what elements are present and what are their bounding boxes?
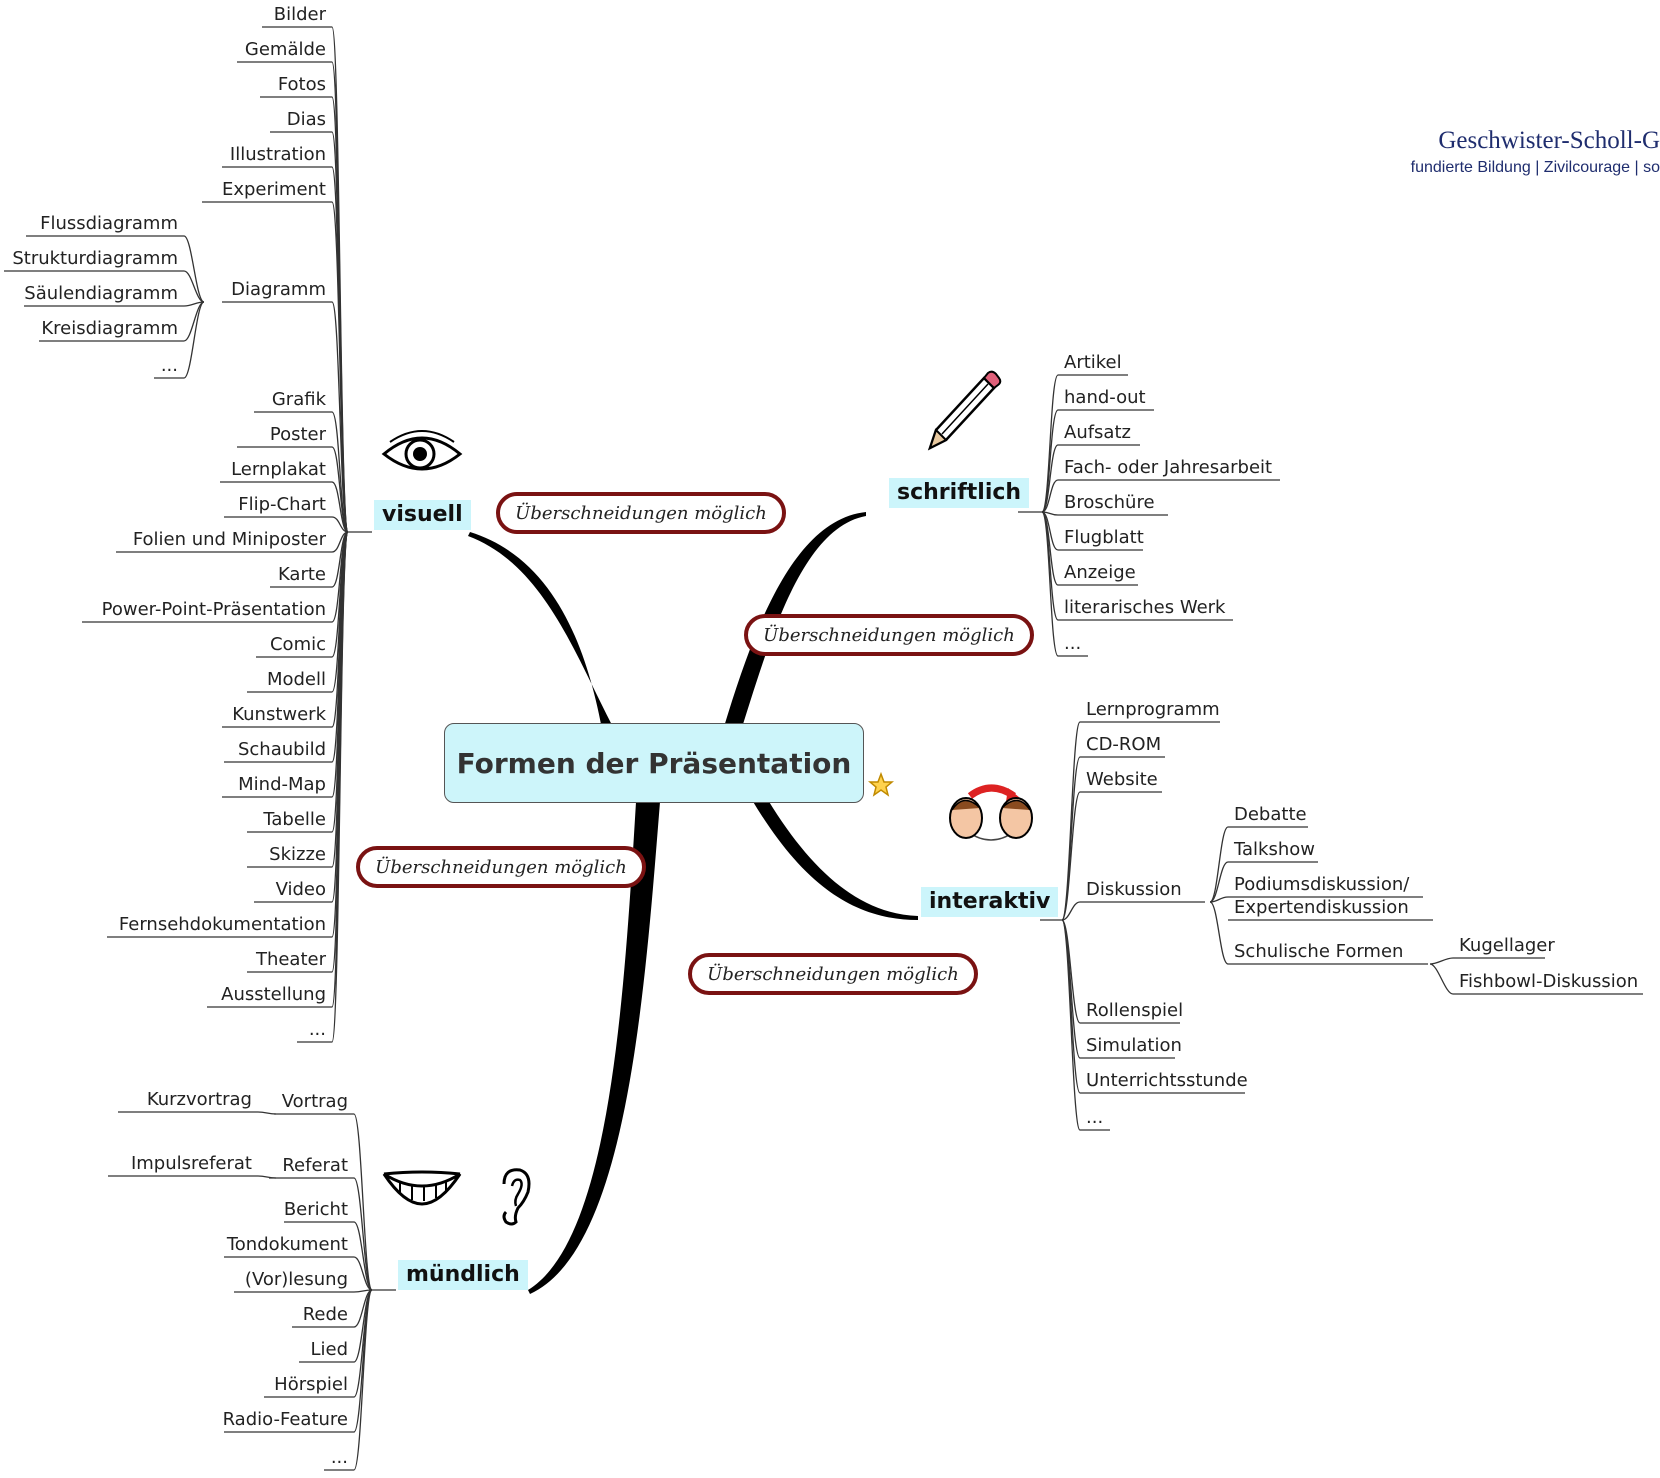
muendlich-item-bericht[interactable]: Bericht: [283, 1199, 348, 1220]
branch-muendlich[interactable]: mündlich: [398, 1260, 528, 1290]
visuell-item-experiment[interactable]: Experiment: [221, 179, 326, 200]
diskussion-item-talkshow[interactable]: Talkshow: [1234, 839, 1315, 860]
schulische-item-kugellager[interactable]: Kugellager: [1459, 935, 1555, 956]
diskussion-item-podiumsdiskussion[interactable]: Podiumsdiskussion/: [1234, 874, 1410, 895]
muendlich-item-radio-feature[interactable]: Radio-Feature: [222, 1409, 348, 1430]
visuell-item-karte[interactable]: Karte: [277, 564, 326, 585]
overlap-note-schriftlich: Überschneidungen möglich: [744, 614, 1034, 656]
muendlich-item-hörspiel[interactable]: Hörspiel: [274, 1374, 348, 1395]
school-logo-tagline: fundierte Bildung | Zivilcourage | so: [1410, 159, 1660, 176]
visuell-item-gemälde[interactable]: Gemälde: [244, 39, 326, 60]
visuell-item-illustration[interactable]: Illustration: [229, 144, 326, 165]
interaktiv-item-rollenspiel[interactable]: Rollenspiel: [1086, 1000, 1184, 1021]
visuell-item-ellipsis[interactable]: ...: [308, 1019, 326, 1040]
visuell-item-fernsehdokumentation[interactable]: Fernsehdokumentation: [118, 914, 326, 935]
schriftlich-item-anzeige[interactable]: Anzeige: [1064, 562, 1136, 583]
central-topic[interactable]: Formen der Präsentation: [444, 723, 864, 803]
branch-schriftlich[interactable]: schriftlich: [889, 478, 1030, 508]
visuell-item-power-point-präsentation[interactable]: Power-Point-Präsentation: [101, 599, 326, 620]
overlap-note-interaktiv: Überschneidungen möglich: [688, 953, 978, 995]
visuell-item-kunstwerk[interactable]: Kunstwerk: [232, 704, 326, 725]
visuell-item-skizze[interactable]: Skizze: [269, 844, 326, 865]
visuell-item-grafik[interactable]: Grafik: [271, 389, 326, 410]
diskussion-item-schulische-formen[interactable]: Schulische Formen: [1234, 941, 1404, 962]
visuell-item-diagramm[interactable]: Diagramm: [231, 279, 326, 300]
muendlich-item-ellipsis[interactable]: ...: [330, 1447, 348, 1468]
school-logo: Geschwister-Scholl-G fundierte Bildung |…: [1411, 126, 1660, 180]
schriftlich-item-hand-out[interactable]: hand-out: [1064, 387, 1146, 408]
visuell-item-lernplakat[interactable]: Lernplakat: [231, 459, 326, 480]
schriftlich-item-flugblatt[interactable]: Flugblatt: [1064, 527, 1144, 548]
star-icon: [867, 771, 895, 802]
visuell-item-tabelle[interactable]: Tabelle: [263, 809, 326, 830]
school-logo-title: Geschwister-Scholl-G: [1438, 127, 1660, 154]
eye-icon: [380, 428, 464, 482]
interaktiv-item-diskussion[interactable]: Diskussion: [1086, 879, 1182, 900]
schriftlich-item-artikel[interactable]: Artikel: [1064, 352, 1122, 373]
interaktiv-item-ellipsis[interactable]: ...: [1086, 1107, 1104, 1128]
muendlich-item-rede[interactable]: Rede: [302, 1304, 348, 1325]
interaktiv-item-unterrichtsstunde[interactable]: Unterrichtsstunde: [1086, 1070, 1248, 1091]
diagramm-item-kreisdiagramm[interactable]: Kreisdiagramm: [41, 318, 178, 339]
muendlich-item-vortrag[interactable]: Vortrag: [281, 1091, 348, 1112]
muendlich-item-lied[interactable]: Lied: [310, 1339, 348, 1360]
mouth-icon: [380, 1164, 464, 1210]
visuell-item-fotos[interactable]: Fotos: [277, 74, 326, 95]
branch-interaktiv[interactable]: interaktiv: [921, 887, 1059, 917]
muendlich-item-referat[interactable]: Referat: [282, 1155, 348, 1176]
interaktiv-item-cd-rom[interactable]: CD-ROM: [1086, 734, 1162, 755]
visuell-item-schaubild[interactable]: Schaubild: [237, 739, 326, 760]
pencil-icon: [922, 368, 1002, 458]
visuell-item-video[interactable]: Video: [275, 879, 326, 900]
diskussion-item-debatte[interactable]: Debatte: [1234, 804, 1307, 825]
ear-icon: [494, 1166, 534, 1232]
schulische-item-fishbowl-diskussion[interactable]: Fishbowl-Diskussion: [1459, 971, 1639, 992]
visuell-item-folien-und-miniposter[interactable]: Folien und Miniposter: [132, 529, 326, 550]
overlap-note-muendlich: Überschneidungen möglich: [356, 846, 646, 888]
interaktiv-item-lernprogramm[interactable]: Lernprogramm: [1086, 699, 1220, 720]
visuell-item-dias[interactable]: Dias: [286, 109, 326, 130]
visuell-item-comic[interactable]: Comic: [269, 634, 326, 655]
diagramm-item-säulendiagramm[interactable]: Säulendiagramm: [24, 283, 178, 304]
referat-sub-impulsreferat[interactable]: Impulsreferat: [130, 1153, 252, 1174]
visuell-item-flip-chart[interactable]: Flip-Chart: [238, 494, 326, 515]
diagramm-item-strukturdiagramm[interactable]: Strukturdiagramm: [12, 248, 178, 269]
visuell-item-ausstellung[interactable]: Ausstellung: [221, 984, 326, 1005]
schriftlich-item-literarisches-werk[interactable]: literarisches Werk: [1064, 597, 1226, 618]
vortrag-sub-kurzvortrag[interactable]: Kurzvortrag: [146, 1089, 252, 1110]
visuell-item-poster[interactable]: Poster: [269, 424, 326, 445]
muendlich-item-vor-lesung[interactable]: (Vor)lesung: [244, 1269, 348, 1290]
overlap-note-visuell: Überschneidungen möglich: [496, 492, 786, 534]
schriftlich-item-aufsatz[interactable]: Aufsatz: [1064, 422, 1131, 443]
visuell-item-theater[interactable]: Theater: [255, 949, 326, 970]
interaktiv-item-website[interactable]: Website: [1086, 769, 1158, 790]
visuell-item-modell[interactable]: Modell: [266, 669, 326, 690]
diagramm-item-ellipsis[interactable]: ...: [160, 355, 178, 376]
schriftlich-item-broschüre[interactable]: Broschüre: [1064, 492, 1155, 513]
schriftlich-item-ellipsis[interactable]: ...: [1064, 633, 1082, 654]
visuell-item-mind-map[interactable]: Mind-Map: [238, 774, 326, 795]
schriftlich-item-fach-oder-jahresarbeit[interactable]: Fach- oder Jahresarbeit: [1064, 457, 1273, 478]
two-people-exchange-icon: [944, 782, 1038, 850]
branch-visuell[interactable]: visuell: [374, 500, 471, 530]
diagramm-item-flussdiagramm[interactable]: Flussdiagramm: [40, 213, 178, 234]
muendlich-item-tondokument[interactable]: Tondokument: [226, 1234, 348, 1255]
interaktiv-item-simulation[interactable]: Simulation: [1086, 1035, 1182, 1056]
visuell-item-bilder[interactable]: Bilder: [273, 4, 326, 25]
diskussion-item-expertendiskussion[interactable]: Expertendiskussion: [1234, 897, 1409, 918]
